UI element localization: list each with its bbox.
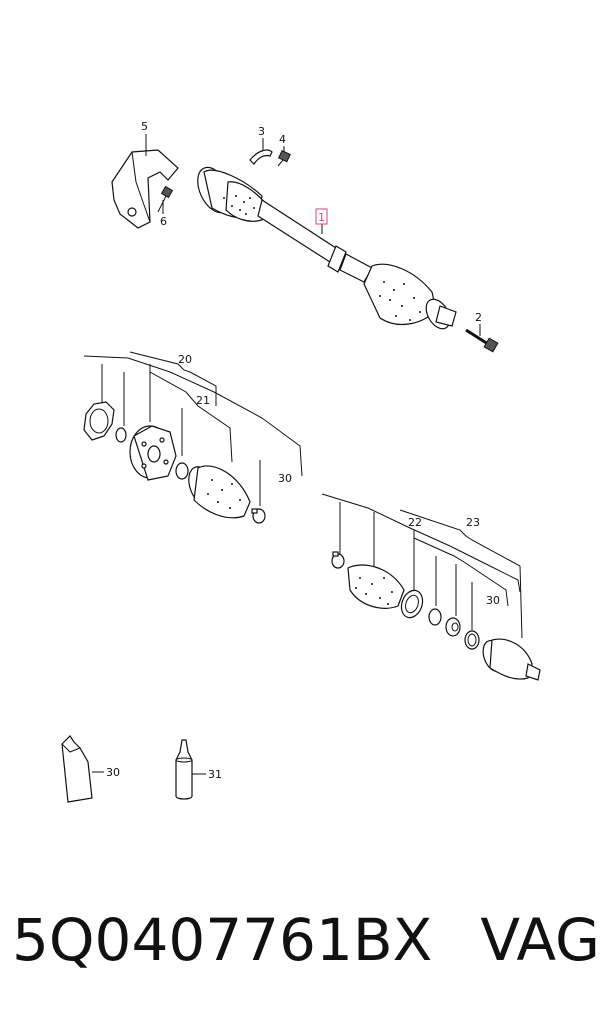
callout-3: 3	[258, 125, 265, 138]
callout-23: 23	[466, 516, 480, 529]
callout-5: 5	[141, 120, 148, 133]
inner-boot-part	[188, 465, 251, 519]
callout-20: 20	[178, 353, 192, 366]
inner-joint-kit-brackets	[83, 351, 303, 506]
dish-spring-part	[445, 617, 461, 637]
outer-clamp-part	[331, 551, 345, 569]
large-clamp-part	[400, 589, 424, 619]
circlip-part	[175, 462, 189, 480]
callout-1: 1	[318, 211, 325, 224]
callout-4: 4	[279, 133, 286, 146]
brand-name: VAG	[480, 906, 600, 974]
gasket-part	[83, 401, 115, 441]
callout-30-kit-b: 30	[486, 594, 500, 607]
callout-30-tube: 30	[106, 766, 120, 779]
grease-tube-part	[61, 735, 104, 803]
drive-shaft-assembly	[197, 166, 457, 330]
circlip-small-part	[115, 427, 127, 443]
retaining-ring-part	[464, 630, 480, 650]
callout-31: 31	[208, 768, 222, 781]
exploded-parts-diagram: 5 6 3 4	[61, 120, 541, 803]
part-number-caption: 5Q0407761BX VAG	[12, 900, 600, 980]
outer-boot-part	[347, 564, 405, 609]
bolt-part-6	[157, 185, 174, 214]
screw-part-4	[277, 146, 291, 167]
sealant-bottle-part	[175, 739, 206, 800]
callout-30-kit-a: 30	[278, 472, 292, 485]
cv-joint-outer-part	[482, 638, 541, 681]
heat-shield-bracket-part	[111, 134, 179, 229]
callout-2: 2	[475, 311, 482, 324]
callout-6: 6	[160, 215, 167, 228]
bolt-part-2	[465, 324, 499, 353]
callout-22: 22	[408, 516, 422, 529]
clamp-part	[251, 508, 266, 524]
callout-21: 21	[196, 394, 210, 407]
cv-joint-inner-part	[129, 425, 177, 481]
part-number: 5Q0407761BX	[12, 906, 433, 974]
outer-joint-kit-brackets	[321, 493, 523, 639]
callout-1-highlight-box	[315, 208, 328, 225]
clip-part-3	[249, 138, 273, 165]
spacer-ring-part	[428, 608, 442, 626]
